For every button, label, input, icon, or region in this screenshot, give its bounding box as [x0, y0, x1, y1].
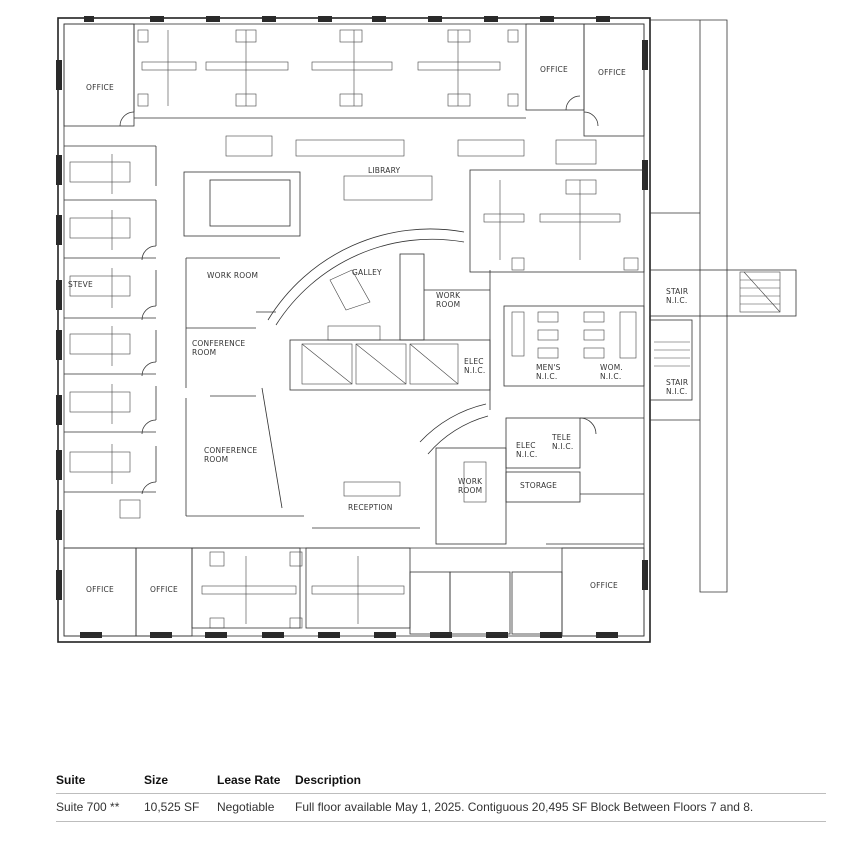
central-rooms: [183, 171, 507, 545]
room-label-office-ne2: OFFICE: [598, 68, 626, 77]
cell-lease-rate: Negotiable: [217, 793, 295, 822]
building-core: [503, 269, 797, 545]
cell-suite: Suite 700 **: [56, 793, 144, 822]
north-zone: [63, 23, 645, 165]
header-suite: Suite: [56, 773, 86, 787]
room-label-office-se: OFFICE: [590, 581, 618, 590]
room-label-steve: STEVE: [68, 280, 93, 289]
room-label-office-sw1: OFFICE: [86, 585, 114, 594]
header-size: Size: [144, 773, 169, 787]
room-labels: OFFICE OFFICE OFFICE LIBRARY GALLEY STEV…: [68, 65, 688, 594]
room-label-office-nw: OFFICE: [86, 83, 114, 92]
room-label-reception: RECEPTION: [348, 503, 393, 512]
table-row: Suite 700 ** 10,525 SF Negotiable Full f…: [56, 793, 826, 822]
header-lease-rate: Lease Rate: [217, 773, 281, 787]
cell-size: 10,525 SF: [144, 793, 217, 822]
room-label-womens: WOM.N.I.C.: [600, 363, 623, 381]
cell-description: Full floor available May 1, 2025. Contig…: [295, 793, 826, 822]
room-label-gallery: GALLEY: [352, 268, 382, 277]
lease-table: Suite Size Lease Rate Description Suite …: [56, 770, 826, 822]
header-description: Description: [295, 773, 362, 787]
room-label-library: LIBRARY: [368, 166, 401, 175]
floor-plan: OFFICE OFFICE OFFICE LIBRARY GALLEY STEV…: [56, 16, 797, 643]
lease-table-header: Suite Size Lease Rate Description: [56, 770, 826, 794]
room-label-office-sw2: OFFICE: [150, 585, 178, 594]
exterior-walls: [56, 16, 728, 643]
room-label-office-ne1: OFFICE: [540, 65, 568, 74]
west-offices: [64, 145, 157, 519]
northeast-zone: [469, 169, 645, 273]
room-label-work-room-w: WORK ROOM: [207, 271, 258, 280]
room-label-storage: STORAGE: [520, 481, 557, 490]
south-zone: [63, 547, 645, 637]
